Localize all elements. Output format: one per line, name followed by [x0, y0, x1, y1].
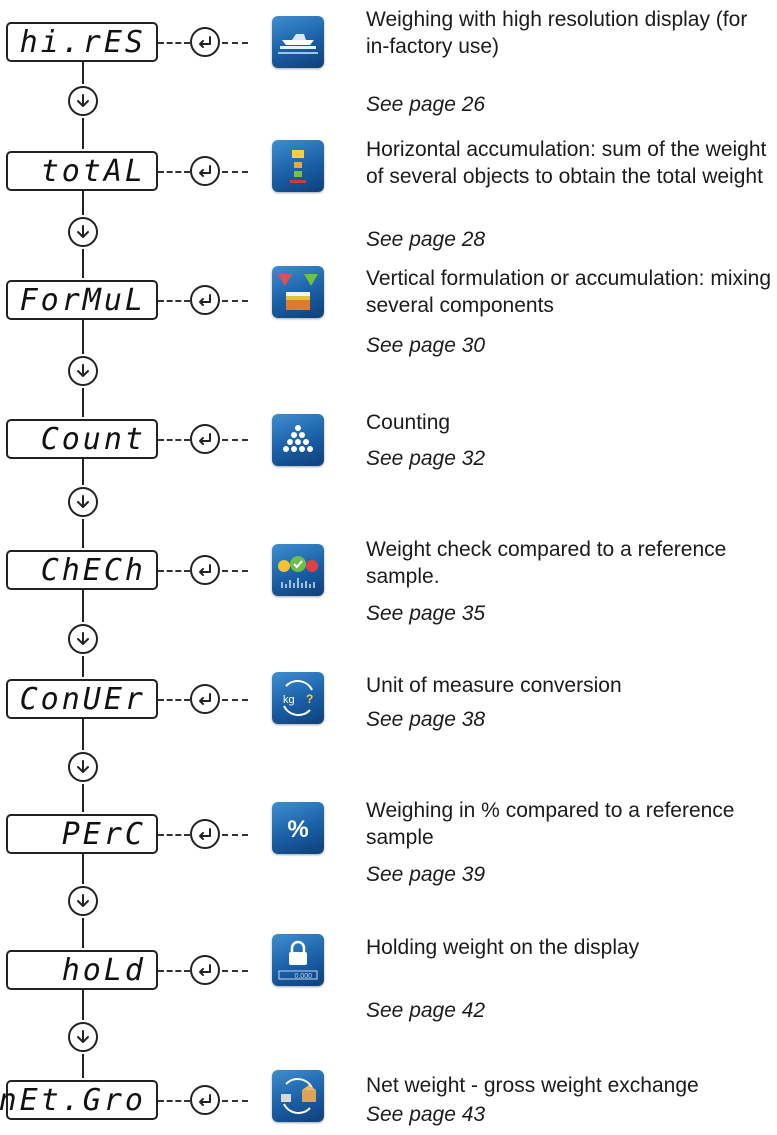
dashed-connector — [222, 1100, 248, 1102]
page-reference: See page 39 — [366, 863, 486, 886]
mode-description: Net weight - gross weight exchange — [366, 1074, 699, 1097]
connector-line — [82, 320, 84, 354]
dashed-connector — [222, 42, 248, 44]
lcd-display-total: totAL — [6, 151, 158, 191]
connector-line — [82, 191, 84, 215]
kg-label: kg — [283, 694, 295, 706]
connector-line — [82, 590, 84, 622]
lcd-display-formul: ForMuL — [6, 280, 158, 320]
net-gross-exchange-icon — [272, 1070, 324, 1122]
page-reference: See page 42 — [366, 999, 486, 1022]
connector-line — [82, 60, 84, 84]
dashed-connector — [222, 439, 248, 441]
connector-line — [82, 656, 84, 677]
page-reference: See page 32 — [366, 447, 486, 470]
check-weighing-icon — [272, 544, 324, 596]
dashed-connector — [222, 834, 248, 836]
dashed-connector — [158, 970, 190, 972]
lcd-display-count: Count — [6, 419, 158, 459]
connector-line — [82, 459, 84, 485]
lcd-display-percent: PErC — [6, 814, 158, 854]
mode-description: Holding weight on the display — [366, 936, 640, 959]
connector-line — [82, 1054, 84, 1078]
page-reference: See page 38 — [366, 708, 486, 731]
dashed-connector — [158, 300, 190, 302]
dashed-connector — [222, 171, 248, 173]
boat-weighing-icon — [272, 16, 324, 68]
page-reference: See page 30 — [366, 334, 486, 357]
accumulation-icon — [272, 140, 324, 192]
enter-key-icon — [190, 955, 220, 985]
connector-line — [82, 388, 84, 417]
question-label: ? — [306, 692, 313, 706]
connector-line — [82, 249, 84, 278]
dashed-connector — [222, 570, 248, 572]
page-reference: See page 28 — [366, 228, 486, 251]
mode-description: Weighing in % compared to a reference sa… — [366, 799, 735, 849]
next-mode-arrow-icon — [68, 752, 98, 782]
enter-key-icon — [190, 424, 220, 454]
connector-line — [82, 118, 84, 149]
dashed-connector — [158, 1100, 190, 1102]
connector-line — [82, 990, 84, 1020]
enter-key-icon — [190, 27, 220, 57]
page-reference: See page 43 — [366, 1103, 486, 1126]
enter-key-icon — [190, 1085, 220, 1115]
page-reference: See page 26 — [366, 93, 486, 116]
percent-icon: % — [272, 802, 324, 854]
connector-line — [82, 784, 84, 812]
counting-icon — [272, 414, 324, 466]
dashed-connector — [158, 439, 190, 441]
lcd-display-net-gross: nEt.Gro — [0, 1080, 158, 1120]
dashed-connector — [158, 570, 190, 572]
lcd-display-convert: ConUEr — [6, 679, 158, 719]
connector-line — [82, 854, 84, 884]
next-mode-arrow-icon — [68, 356, 98, 386]
next-mode-arrow-icon — [68, 487, 98, 517]
dashed-connector — [222, 970, 248, 972]
readout-label: 0.000 — [294, 973, 312, 980]
next-mode-arrow-icon — [68, 1022, 98, 1052]
dashed-connector — [158, 834, 190, 836]
lcd-display-check: ChECh — [6, 550, 158, 590]
mode-description: Vertical formulation or accumulation: mi… — [366, 267, 772, 317]
mode-description: Horizontal accumulation: sum of the weig… — [366, 138, 767, 188]
mode-description: Counting — [366, 411, 451, 434]
next-mode-arrow-icon — [68, 886, 98, 916]
formulation-icon — [272, 266, 324, 318]
enter-key-icon — [190, 684, 220, 714]
dashed-connector — [158, 42, 190, 44]
lcd-display-hold: hoLd — [6, 950, 158, 990]
hold-lock-icon: 0.000 — [272, 934, 324, 986]
dashed-connector — [158, 171, 190, 173]
enter-key-icon — [190, 555, 220, 585]
enter-key-icon — [190, 156, 220, 186]
connector-line — [82, 719, 84, 750]
lcd-display-hires: hi.rES — [6, 22, 158, 62]
connector-line — [82, 918, 84, 948]
next-mode-arrow-icon — [68, 217, 98, 247]
unit-conversion-icon: kg? — [272, 672, 324, 724]
connector-line — [82, 519, 84, 548]
mode-description: Weight check compared to a reference sam… — [366, 538, 727, 588]
mode-description: Unit of measure conversion — [366, 674, 622, 697]
next-mode-arrow-icon — [68, 624, 98, 654]
mode-description: Weighing with high resolution display (f… — [366, 8, 748, 58]
dashed-connector — [222, 699, 248, 701]
next-mode-arrow-icon — [68, 86, 98, 116]
dashed-connector — [158, 699, 190, 701]
dashed-connector — [222, 300, 248, 302]
percent-symbol: % — [287, 816, 308, 843]
enter-key-icon — [190, 285, 220, 315]
page-reference: See page 35 — [366, 602, 486, 625]
enter-key-icon — [190, 819, 220, 849]
